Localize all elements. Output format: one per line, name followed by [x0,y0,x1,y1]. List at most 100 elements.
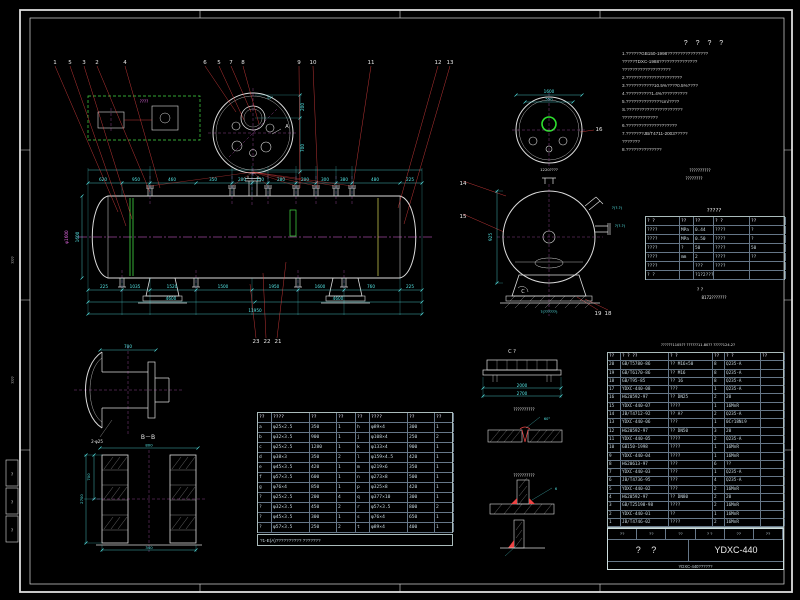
table-cell: Q235-A [725,361,761,369]
table-cell: 420 [310,463,337,472]
fillet-weld [508,540,514,548]
linework [497,184,603,316]
table-cell [761,427,785,435]
table-cell [761,469,785,477]
annotation-text: 225 [406,284,414,289]
linework [504,545,517,557]
note-line: ?????TDXC-1988??????????????? [622,59,698,64]
linework [253,94,302,173]
table-cell: 8 [608,460,621,469]
table-cell: ???? [272,413,310,422]
table-cell: Q235-A [725,411,761,419]
table-cell: YDXC-440-01 [621,510,669,518]
annotation-text: 1600 [544,89,555,94]
table-cell: 1 [337,433,356,442]
linework [151,105,179,131]
notes-lines: 1.??????GB150-1998?????????????????????T… [622,50,788,154]
table-cell: ?? M16×50 [669,361,713,369]
table-cell: 1280 [310,443,337,452]
table-cell: 0Cr18Ni9 [725,419,761,427]
table-cell: 9 [608,452,621,460]
table-cell [761,402,785,411]
table-cell: 2 [435,503,454,512]
balloon-19: 19 [595,311,602,317]
linework [482,377,562,398]
annotation-text: 620 [99,177,107,182]
table-cell: 10 [608,444,621,452]
table-cell: 3 [608,502,621,510]
right-vessel-end-view-top [512,93,586,167]
table-cell: 1 [713,386,725,394]
table-cell: 1 [435,463,454,472]
internal-pipe [289,209,297,237]
annotation-text: 350 [209,177,217,182]
linework [74,346,182,434]
table-cell: ? ? [669,353,713,361]
table-cell: ?? [356,413,370,422]
table-cell: n [356,473,370,482]
table-cell: ??? [669,386,713,394]
table-cell: s [356,513,370,522]
linework [142,295,183,302]
table-cell: ?? [608,353,621,361]
orientation-projection-fan [149,171,353,187]
annotation-text: ?????????? [513,407,534,412]
table-cell: 2 [337,503,356,512]
table-cell: d [258,453,272,462]
linework [101,352,148,428]
table-cell: ?? [761,353,785,361]
table-cell: 1 [435,443,454,452]
table-cell: 400 [408,523,435,532]
table-cell: ??? [669,460,713,469]
linework [531,487,553,501]
table-cell: ???? [669,435,713,444]
linework [298,65,301,189]
table-cell: 3 [713,427,725,435]
table-cell: 15 [608,402,621,411]
table-cell [761,485,785,494]
table-cell [761,377,785,386]
balloon-16: 16 [596,127,603,133]
table-cell [761,518,785,527]
table-cell: ?? A? [669,411,713,419]
table-cell: 1 [713,444,725,452]
linework [489,503,555,515]
table-cell: 1 [608,518,621,527]
table-cell: 1 [337,483,356,492]
table-cell: φ108×4 [370,433,408,442]
annotation-text: 1035 [130,284,141,289]
table-cell: 2 [694,253,714,261]
annotation-text: C ? [508,349,516,355]
annotation-text: 6 [555,487,557,491]
table-row: ?????50????50 [646,244,786,253]
table-cell: ???? [370,413,408,422]
table-cell: 900 [408,443,435,452]
note-line: 5.??????????????cm/???? [622,99,680,104]
main-view-dimensions [80,166,424,316]
table-cell: ? ? [725,353,761,361]
table-cell: 1 [435,483,454,492]
annotation-text: 380 [340,177,348,182]
linework [403,65,451,225]
nozzle-centerlines [121,172,353,292]
table-cell: ?? [680,217,694,225]
linework [489,429,562,443]
note-line: 3.???????????10.5%????0.5%???? [622,83,698,88]
balloon-1: 1 [53,60,57,66]
annotation-text: 1220???? [540,167,558,172]
annotation-text: 280 [277,177,285,182]
annotation-text: 800 [145,443,153,448]
annotation-text: C [521,289,525,295]
table-cell: ???? [646,262,680,270]
